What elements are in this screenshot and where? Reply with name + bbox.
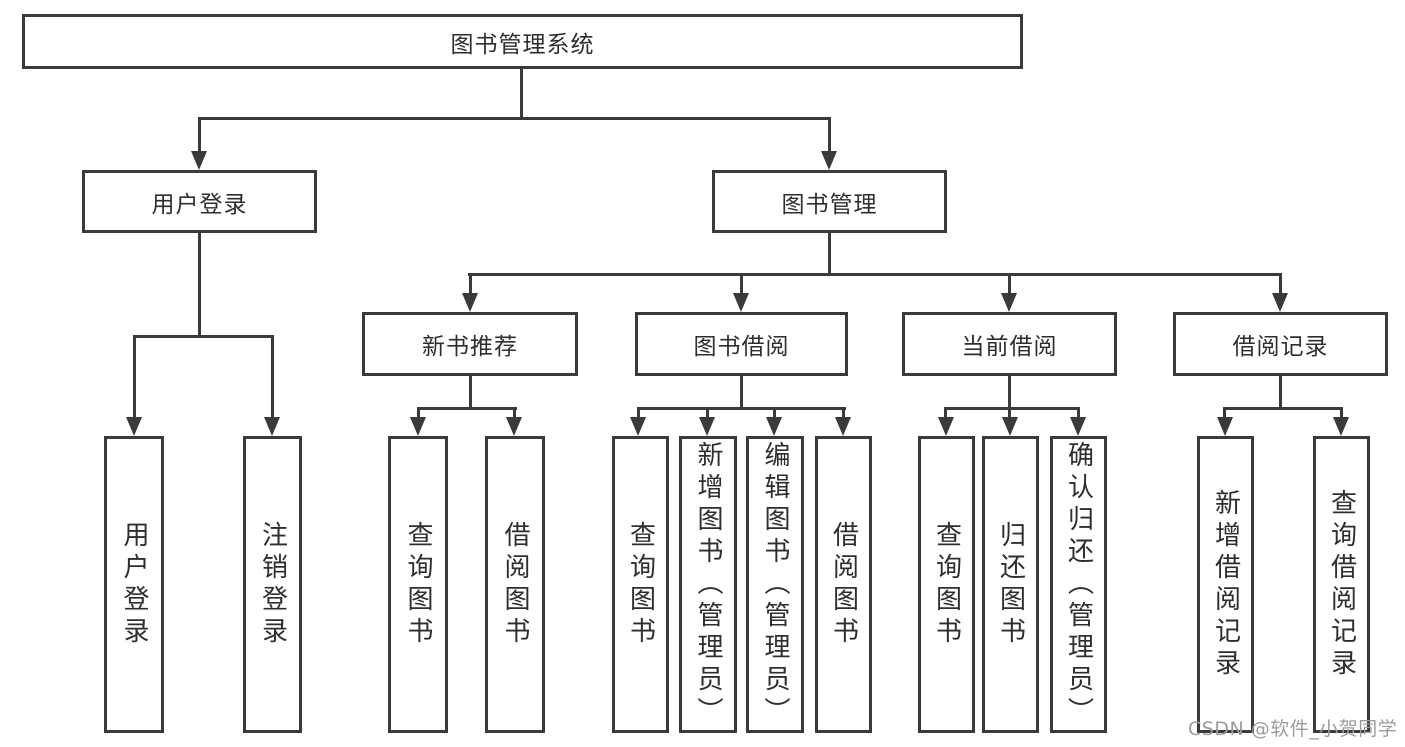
connector-line	[520, 69, 523, 117]
connector-line	[1279, 276, 1282, 294]
connector-line	[773, 410, 776, 418]
connector-line	[271, 338, 274, 418]
arrow-down-icon	[1002, 417, 1018, 436]
arrow-down-icon	[506, 417, 522, 436]
node-library-management-system: 图书管理系统	[22, 14, 1023, 69]
node-label: 确认归还（管理员）	[1063, 440, 1094, 729]
connector-line	[828, 120, 831, 152]
node-label: 编辑图书（管理员）	[760, 440, 790, 729]
connector-line	[1008, 276, 1011, 294]
node-label: 新书推荐	[422, 334, 518, 360]
node-label: 图书管理系统	[450, 31, 595, 58]
node-query-books-borrow: 查询图书	[612, 436, 669, 733]
node-add-books-admin: 新增图书（管理员）	[679, 436, 737, 733]
connector-line	[1223, 407, 1343, 410]
node-borrow-books-recommend: 借阅图书	[485, 436, 545, 733]
node-query-books-recommend: 查询图书	[388, 436, 448, 733]
connector-line	[468, 273, 1282, 276]
node-book-management: 图书管理	[712, 170, 947, 233]
node-query-borrow-record: 查询借阅记录	[1313, 436, 1370, 733]
arrow-down-icon	[766, 417, 782, 436]
arrow-down-icon	[821, 151, 837, 170]
node-label: 借阅图书	[500, 520, 530, 649]
node-label: 查询借阅记录	[1326, 488, 1357, 681]
arrow-down-icon	[835, 417, 851, 436]
connector-line	[133, 335, 274, 338]
connector-line	[469, 276, 472, 294]
connector-line	[637, 410, 640, 418]
arrow-down-icon	[264, 417, 280, 436]
arrow-down-icon	[733, 293, 749, 312]
node-confirm-return-admin: 确认归还（管理员）	[1050, 436, 1107, 733]
node-label: 新增图书（管理员）	[693, 440, 723, 729]
connector-line	[1008, 376, 1011, 407]
connector-line	[198, 120, 201, 152]
connector-line	[198, 117, 831, 120]
connector-line	[740, 276, 743, 294]
node-label: 借阅图书	[828, 520, 859, 649]
node-label: 注销登录	[257, 520, 288, 649]
node-label: 图书借阅	[693, 334, 790, 360]
arrow-down-icon	[1070, 417, 1086, 436]
arrow-down-icon	[1001, 293, 1017, 312]
node-user-login-leaf: 用户登录	[104, 436, 164, 733]
connector-line	[198, 233, 201, 335]
node-label: 新增借阅记录	[1210, 488, 1241, 681]
node-new-book-recommendation: 新书推荐	[362, 312, 578, 376]
connector-line	[944, 410, 947, 418]
csdn-watermark: CSDN @软件_小贺同学	[1188, 718, 1398, 740]
connector-line	[513, 410, 516, 418]
node-label: 当前借阅	[961, 334, 1058, 360]
arrow-down-icon	[191, 151, 207, 170]
connector-line	[1279, 376, 1282, 407]
node-label: 归还图书	[995, 520, 1026, 649]
arrow-down-icon	[462, 293, 478, 312]
node-label: 查询图书	[403, 520, 433, 649]
connector-line	[740, 376, 743, 407]
arrow-down-icon	[126, 417, 142, 436]
connector-line	[1008, 410, 1011, 418]
connector-line	[1340, 410, 1343, 418]
arrow-down-icon	[699, 417, 715, 436]
arrow-down-icon	[1333, 417, 1349, 436]
node-current-borrowing: 当前借阅	[902, 312, 1117, 376]
node-logout: 注销登录	[243, 436, 302, 733]
node-label: 查询图书	[625, 520, 656, 649]
connector-line	[828, 233, 831, 273]
connector-line	[469, 376, 472, 407]
connector-line	[1223, 410, 1226, 418]
node-return-books: 归还图书	[982, 436, 1039, 733]
connector-line	[706, 410, 709, 418]
connector-line	[417, 407, 517, 410]
node-label: 用户登录	[151, 191, 248, 218]
connector-line	[133, 338, 136, 418]
node-borrowing-records: 借阅记录	[1173, 312, 1388, 376]
arrow-down-icon	[938, 417, 954, 436]
connector-line	[1077, 410, 1080, 418]
connector-line	[637, 407, 846, 410]
node-query-books-current: 查询图书	[918, 436, 975, 733]
arrow-down-icon	[630, 417, 646, 436]
arrow-down-icon	[1217, 417, 1233, 436]
node-borrow-books-borrow: 借阅图书	[815, 436, 872, 733]
arrow-down-icon	[410, 417, 426, 436]
arrow-down-icon	[1272, 293, 1288, 312]
node-edit-books-admin: 编辑图书（管理员）	[746, 436, 804, 733]
node-label: 用户登录	[119, 520, 149, 649]
node-add-borrow-record: 新增借阅记录	[1197, 436, 1254, 733]
connector-line	[842, 410, 845, 418]
node-user-login: 用户登录	[82, 170, 317, 233]
connector-line	[417, 410, 420, 418]
connector-line	[944, 407, 1080, 410]
node-label: 图书管理	[781, 191, 878, 218]
node-label: 借阅记录	[1232, 334, 1329, 360]
node-book-borrowing: 图书借阅	[635, 312, 848, 376]
node-label: 查询图书	[931, 520, 962, 649]
